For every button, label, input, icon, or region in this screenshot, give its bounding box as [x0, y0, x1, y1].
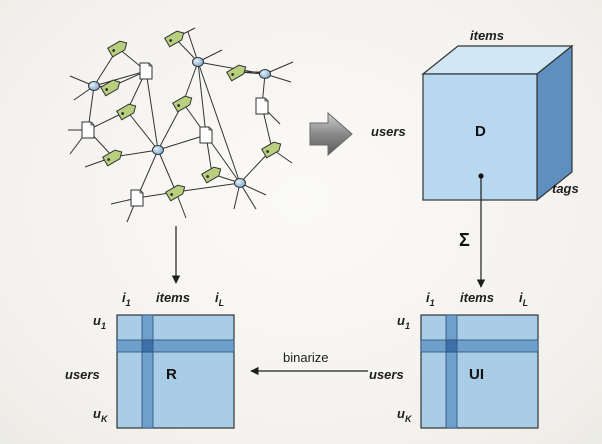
- matrix-ui-column-stripe: [445, 314, 458, 429]
- matrix-ui-col-last: iL: [519, 290, 528, 308]
- matrix-r-label: R: [166, 366, 177, 383]
- tag-node: [164, 30, 185, 48]
- tag-node: [116, 103, 137, 121]
- user-node: [259, 69, 271, 79]
- network-edge: [175, 182, 241, 193]
- matrix-r-body: [116, 314, 235, 429]
- tag-node: [165, 184, 186, 202]
- network-edge: [126, 110, 159, 151]
- sum-symbol: Σ: [459, 230, 470, 250]
- matrix-r: R i1 items iL u1 users uK: [65, 290, 235, 429]
- matrix-r-row-users: users: [65, 367, 100, 382]
- matrix-ui-row-stripe: [420, 339, 539, 353]
- network-edge: [197, 61, 207, 136]
- cube-side-face: [536, 44, 573, 202]
- cube-label: D: [475, 123, 486, 140]
- document-node: [139, 62, 153, 80]
- matrix-r-row-last: uK: [93, 406, 109, 424]
- matrix-r-row-first: u1: [93, 313, 106, 331]
- network-edge: [157, 134, 207, 151]
- tag-node: [261, 141, 282, 159]
- matrix-ui-row-last: uK: [397, 406, 413, 424]
- document-node: [199, 126, 213, 144]
- binarize-label: binarize: [283, 350, 329, 365]
- tag-node: [102, 149, 123, 167]
- matrix-ui: UI i1 items iL u1 users uK: [369, 290, 539, 429]
- matrix-r-col-last: iL: [215, 290, 224, 308]
- matrix-ui-col-first: i1: [426, 290, 435, 308]
- cube-axis-items: items: [470, 28, 504, 43]
- tag-node: [201, 166, 222, 184]
- user-node: [88, 81, 100, 91]
- tag-node: [107, 40, 128, 58]
- matrix-ui-col-items: items: [460, 290, 494, 305]
- matrix-ui-label: UI: [469, 366, 484, 383]
- network-edge: [145, 70, 159, 151]
- matrix-ui-row-users: users: [369, 367, 404, 382]
- network-edge: [197, 61, 241, 184]
- matrix-r-col-first: i1: [122, 290, 131, 308]
- document-node: [81, 121, 95, 139]
- tensor-cube: D items users tags: [371, 28, 579, 202]
- tag-node: [100, 79, 121, 97]
- matrix-ui-body: [420, 314, 539, 429]
- user-node: [192, 57, 204, 67]
- tag-network-graph: [68, 27, 294, 223]
- cube-center-dot: [478, 173, 484, 179]
- user-node: [234, 178, 246, 188]
- matrix-ui-row-first: u1: [397, 313, 410, 331]
- matrix-r-column-stripe: [141, 314, 154, 429]
- network-edge: [157, 149, 177, 193]
- document-node: [130, 189, 144, 207]
- network-edge: [93, 70, 147, 87]
- matrix-r-col-items: items: [156, 290, 190, 305]
- document-node: [255, 97, 269, 115]
- cube-front-face: [422, 73, 538, 201]
- matrix-r-row-stripe: [116, 339, 235, 353]
- cube-axis-users: users: [371, 124, 406, 139]
- user-node: [152, 145, 164, 155]
- tag-node: [172, 95, 193, 113]
- network-to-cube-arrow: [309, 111, 353, 157]
- matrix-r-cross-cell: [141, 339, 154, 353]
- matrix-ui-cross-cell: [445, 339, 458, 353]
- network-edge-stub: [187, 31, 199, 63]
- tag-node: [226, 64, 247, 82]
- cube-axis-tags: tags: [552, 181, 579, 196]
